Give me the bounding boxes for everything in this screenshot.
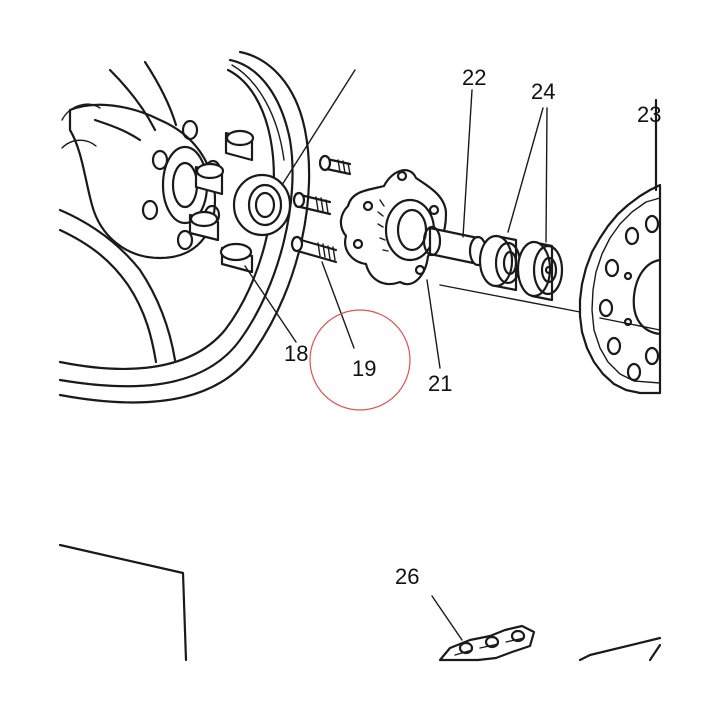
stud-3 [290, 235, 338, 264]
carrier-collar [422, 225, 488, 267]
callout-23: 23 [637, 102, 661, 127]
leader-24a [507, 107, 544, 233]
callout-26: 26 [395, 564, 419, 589]
highlight-circle [309, 309, 411, 411]
stud-2 [292, 191, 332, 216]
sleeve-bottom [219, 242, 254, 274]
lower-right-outline [578, 636, 662, 662]
rear-sprocket [578, 98, 662, 395]
stud-1 [318, 154, 352, 176]
bearing-1 [478, 234, 522, 292]
sleeve-low [188, 210, 220, 242]
callout-21: 21 [428, 371, 452, 396]
callout-19: 19 [352, 356, 376, 381]
drive-chain [438, 624, 536, 662]
lower-frame-outline [58, 543, 188, 662]
leader-24b [545, 107, 548, 243]
leader-top [281, 69, 356, 186]
leader-19 [321, 261, 355, 349]
leader-21 [426, 279, 441, 369]
sleeve-mid [194, 162, 225, 196]
leader-lines [244, 69, 548, 641]
axle-centerline [439, 284, 661, 331]
bearings [478, 234, 564, 302]
leader-18 [244, 265, 297, 343]
wheel-spokes [58, 60, 178, 364]
sleeve-upper [224, 129, 255, 162]
wheel-rim [58, 50, 311, 404]
callout-18: 18 [284, 341, 308, 366]
leader-22 [462, 89, 473, 238]
bearing-2 [516, 240, 564, 302]
callout-22: 22 [462, 65, 486, 90]
leader-26 [431, 595, 463, 641]
hub-bearing [232, 173, 292, 237]
sprocket-carrier [339, 169, 448, 286]
drive-studs [290, 154, 352, 264]
callout-24: 24 [531, 79, 555, 104]
